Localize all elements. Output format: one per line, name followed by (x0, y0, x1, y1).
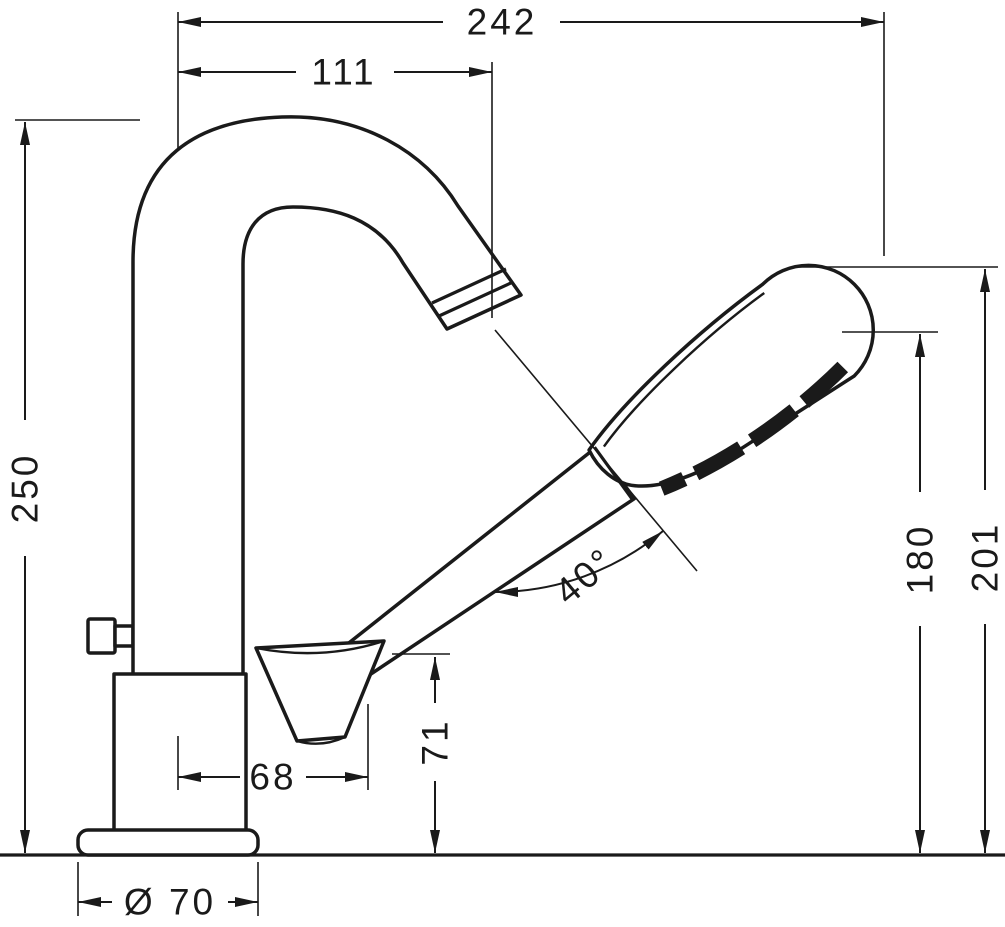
handshower-top-contour (602, 292, 765, 448)
dimension-handshower-height-outer: 201 (965, 269, 1005, 853)
dimension-holder-offset: 68 (178, 757, 368, 798)
angle-arc (494, 530, 664, 597)
faucet-base-column (112, 672, 248, 834)
dimension-spout-reach: 111 (178, 52, 492, 93)
handle-stem (113, 624, 135, 648)
dimension-holder-height: 71 (415, 657, 456, 853)
handshower-spray-face (658, 361, 849, 496)
dimension-holder-height-label: 71 (415, 718, 456, 765)
dimension-base-diameter-label: Ø 70 (124, 882, 216, 923)
dimension-handshower-height-inner-label: 180 (900, 524, 941, 595)
faucet-base-flange (76, 828, 260, 857)
holder-base-line (296, 735, 346, 745)
handle-knob (86, 617, 117, 655)
handshower-head (587, 263, 876, 488)
dimension-total-width: 242 (178, 2, 884, 43)
spout-outline (131, 115, 523, 677)
dimension-holder-offset-label: 68 (249, 757, 296, 798)
handshower-holder (254, 639, 386, 745)
dimension-handshower-height-outer-label: 201 (965, 522, 1005, 593)
spout-tip-ring-1 (438, 280, 514, 318)
dimension-spout-height-label: 250 (5, 453, 46, 524)
dimension-spout-reach-label: 111 (311, 52, 376, 93)
dimension-handshower-height-inner: 180 (900, 334, 941, 853)
faucet (76, 115, 523, 857)
angle-reference-line (494, 329, 698, 572)
dimension-base-diameter: Ø 70 (78, 882, 258, 923)
dimension-total-width-label: 242 (467, 2, 538, 43)
temperature-handle (86, 617, 135, 655)
spout-tip-ring-2 (431, 267, 507, 305)
holder-rim (255, 639, 385, 655)
dimension-spout-height: 250 (5, 122, 46, 853)
holder-body (254, 639, 386, 743)
extension-lines (15, 12, 998, 916)
